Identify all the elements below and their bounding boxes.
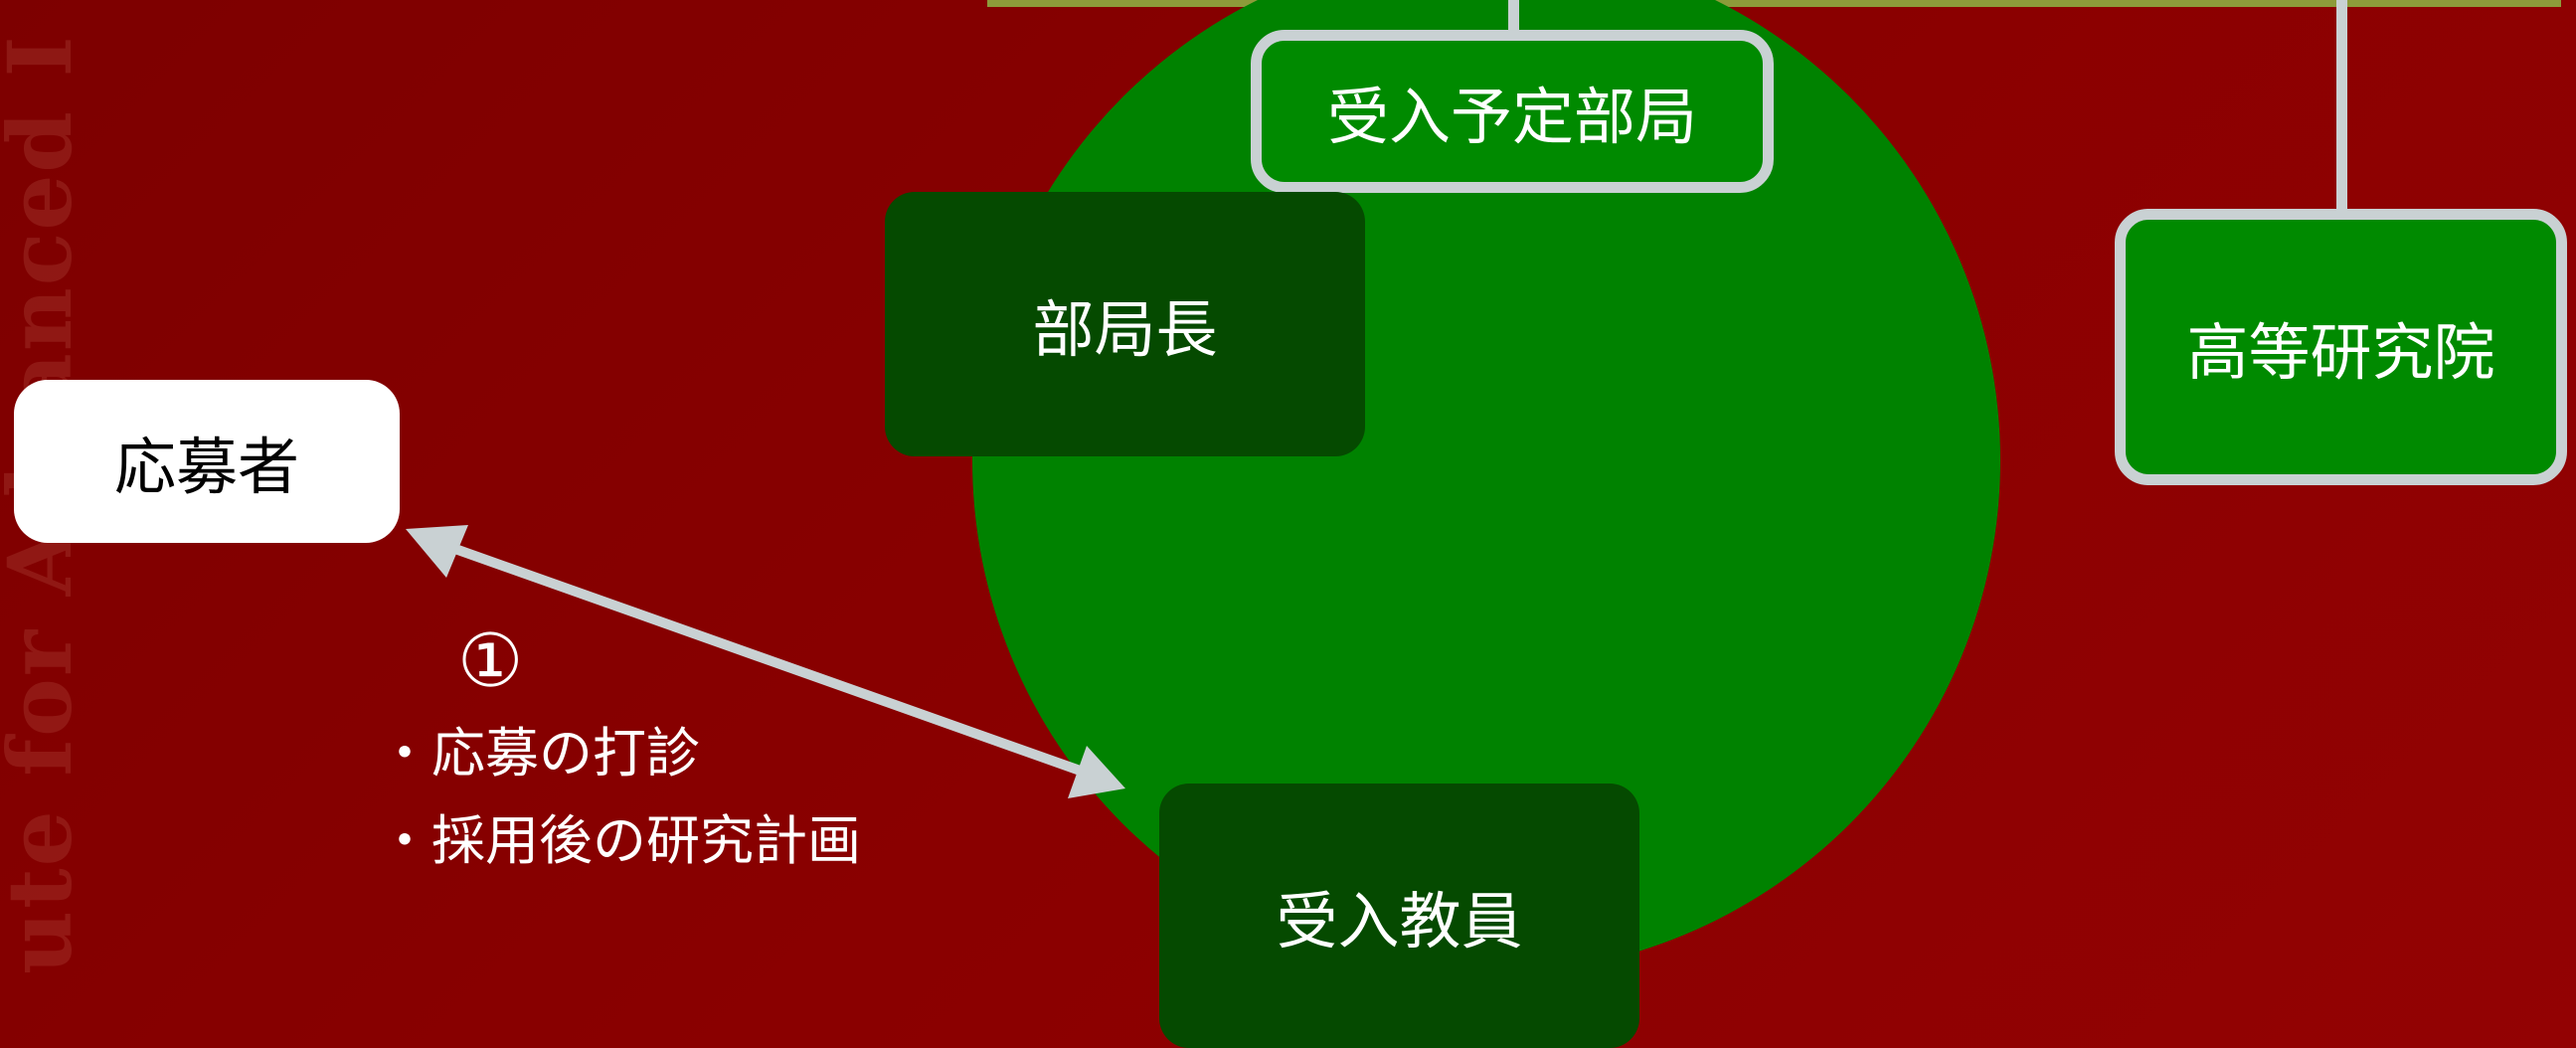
host-faculty-box: 受入教員 [1159, 784, 1639, 1048]
top-bar [987, 0, 2561, 7]
institute-box: 高等研究院 [2115, 209, 2567, 485]
institute-label: 高等研究院 [2186, 316, 2495, 389]
step-item: 応募の打診 [378, 710, 861, 797]
receiving-department-label: 受入予定部局 [1326, 81, 1697, 153]
step-items: 応募の打診 採用後の研究計画 [378, 710, 861, 885]
arrowhead-to-host-faculty [1068, 746, 1125, 798]
step-item: 採用後の研究計画 [378, 797, 861, 885]
host-faculty-label: 受入教員 [1276, 885, 1523, 958]
department-head-box: 部局長 [885, 192, 1365, 456]
receiving-department-box: 受入予定部局 [1251, 30, 1774, 193]
connector-to-department [1508, 0, 1519, 40]
applicant-box: 応募者 [14, 380, 400, 543]
connector-to-institute [2336, 0, 2347, 217]
department-head-label: 部局長 [1032, 293, 1218, 366]
step-number: ① [457, 618, 524, 704]
arrowhead-to-applicant [406, 525, 468, 578]
applicant-label: 応募者 [113, 431, 299, 503]
